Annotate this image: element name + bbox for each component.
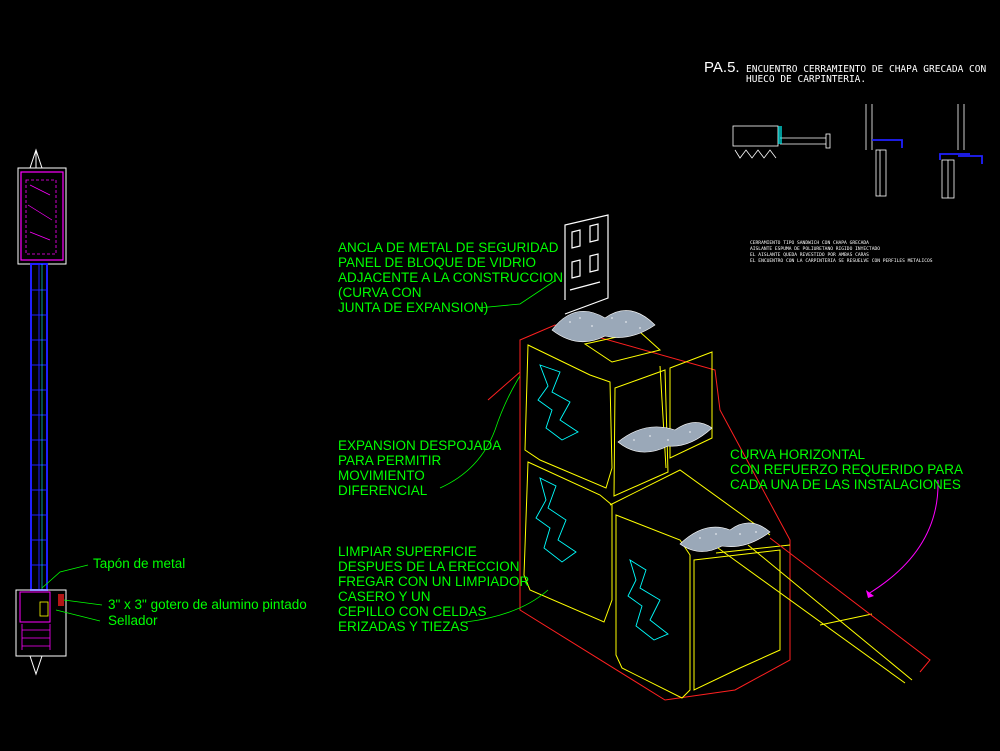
label-expansion-0: EXPANSION DESPOJADA: [338, 438, 501, 453]
label-expansion-3: DIFERENCIAL: [338, 483, 428, 498]
label-anchor-block: ANCLA DE METAL DE SEGURIDAD PANEL DE BLO…: [338, 240, 563, 315]
label-curve-1: CON REFUERZO REQUERIDO PARA: [730, 462, 963, 477]
isometric-glass-block-panel: [487, 214, 931, 701]
label-clean-1: DESPUES DE LA ERECCION: [338, 559, 520, 574]
label-aluminum-gutter: 3" x 3" gotero de alumino pintado: [108, 597, 307, 612]
note-3: EL ENCUENTRO CON LA CARPINTERIA SE RESUE…: [750, 258, 933, 264]
leader-curve-magenta: [867, 479, 939, 595]
note-0: CERRAMIENTO TIPO SANDWICH CON CHAPA GREC…: [750, 240, 869, 246]
label-anchor-0: ANCLA DE METAL DE SEGURIDAD: [338, 240, 559, 255]
label-expansion-1: PARA PERMITIR: [338, 453, 442, 468]
label-clean-2: FREGAR CON UN LIMPIADOR: [338, 574, 530, 589]
detail-title-line1: ENCUENTRO CERRAMIENTO DE CHAPA GRECADA C…: [746, 64, 986, 75]
label-anchor-4: JUNTA DE EXPANSION): [338, 300, 488, 315]
label-anchor-3: (CURVA CON: [338, 285, 422, 300]
detail-title-line2: HUECO DE CARPINTERIA.: [746, 74, 866, 85]
detail-profiles: [872, 139, 983, 164]
label-curve-block: CURVA HORIZONTAL CON REFUERZO REQUERIDO …: [730, 447, 963, 492]
label-clean-4: CEPILLO CON CELDAS: [338, 604, 487, 619]
note-2: EL AISLANTE QUEDA REVESTIDO POR AMBAS CA…: [750, 252, 869, 258]
note-1: AISLANTE ESPUMA DE POLIURETANO RIGIDO IN…: [750, 246, 880, 252]
label-anchor-1: PANEL DE BLOQUE DE VIDRIO: [338, 255, 536, 270]
label-clean-block: LIMPIAR SUPERFICIE DESPUES DE LA ERECCIO…: [338, 544, 530, 634]
label-anchor-2: ADJACENTE A LA CONSTRUCCION: [338, 270, 563, 285]
label-expansion-block: EXPANSION DESPOJADA PARA PERMITIR MOVIMI…: [338, 438, 501, 498]
label-curve-2: CADA UNA DE LAS INSTALACIONES: [730, 477, 961, 492]
left-wall-section: [15, 148, 103, 676]
detail-notes: CERRAMIENTO TIPO SANDWICH CON CHAPA GREC…: [750, 240, 933, 264]
leader-lines: [439, 279, 557, 623]
label-expansion-2: MOVIMIENTO: [338, 468, 425, 483]
label-clean-0: LIMPIAR SUPERFICIE: [338, 544, 477, 559]
label-sealant: Sellador: [108, 613, 158, 628]
label-metal-cap: Tapón de metal: [93, 556, 185, 571]
detail-code: PA.5.: [704, 59, 740, 76]
label-curve-0: CURVA HORIZONTAL: [730, 447, 866, 462]
detail-sketches: [732, 104, 965, 199]
label-clean-5: ERIZADAS Y TIEZAS: [338, 619, 469, 634]
label-clean-3: CASERO Y UN: [338, 589, 431, 604]
